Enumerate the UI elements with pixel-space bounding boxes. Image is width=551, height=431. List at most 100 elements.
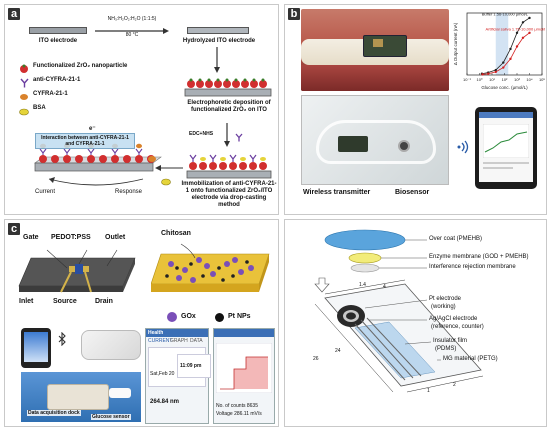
hydrolyzed-slab <box>187 27 249 34</box>
data-point <box>509 47 512 51</box>
wireless-transmitter-label: Wireless transmitter <box>303 189 371 196</box>
oect-device <box>18 249 136 293</box>
zro2-ito-electrode <box>184 78 272 97</box>
data-point <box>502 61 505 64</box>
series-label-buffer: Buffer 1.56-10,000 μmol/L <box>482 11 529 16</box>
gate-label: Gate <box>23 234 39 241</box>
data-point <box>481 73 484 76</box>
antibody-icon <box>20 75 29 93</box>
app-tab-graph[interactable]: GRAPH <box>170 338 188 344</box>
insulator-label: Insulator film <box>433 338 468 344</box>
x-tick-label: 10⁰ <box>476 77 482 82</box>
pedot-label: PEDOT:PSS <box>51 234 91 241</box>
ito-electrode-label: ITO electrode <box>38 38 78 44</box>
immobilized-electrode <box>186 154 272 179</box>
gox-label: GOx <box>181 313 196 320</box>
mg-label: MG material (PETG) <box>443 356 498 362</box>
treatment-reagent: NH₃:H₂O₂:H₂O (1:1:5) <box>107 16 157 22</box>
x-tick-label: 10¹ <box>489 77 495 82</box>
chitosan-label: Chitosan <box>161 230 191 237</box>
interference-label: Interference rejection membrane <box>429 264 516 270</box>
x-tick-label: 10⁴ <box>526 77 532 82</box>
glucose-sensor-label: Glucose sensor <box>91 414 131 420</box>
sensor-photo <box>81 330 141 360</box>
down-arrow-2 <box>224 123 230 147</box>
app-tab-current[interactable]: CURRENT <box>148 338 173 344</box>
series-label-saliva: Artificial saliva 1.75-10,000 μmol/L <box>485 26 545 31</box>
app-voltage: Voltage 286.11 mV/s <box>216 411 262 417</box>
y-axis-label: Δ Output current (nA) <box>453 22 458 65</box>
app-screen-right: No. of counts 8635 Voltage 286.11 mV/s <box>213 328 275 424</box>
drain-label: Drain <box>95 298 113 305</box>
pt-np-label: Pt NPs <box>228 313 251 320</box>
data-point <box>487 72 490 75</box>
bsa-icon-step <box>161 173 171 191</box>
sensor-layers-diagram <box>314 229 484 393</box>
gox-icon <box>167 312 177 322</box>
pt-electrode-label: Pt electrode <box>429 296 462 302</box>
outlet-label: Outlet <box>105 234 126 241</box>
source-label: Source <box>53 298 77 305</box>
cyfra-icon <box>19 89 29 107</box>
series-line-buffer <box>481 17 530 75</box>
interaction-label: Interaction between anti-CYFRA-21-1 and … <box>35 133 135 149</box>
edc-nhs-label: EDC+NHS <box>189 131 214 137</box>
dim-label: 24 <box>335 348 341 354</box>
app-title: Health <box>146 329 208 337</box>
dim-label: 2 <box>453 382 456 388</box>
series-line-saliva <box>482 32 530 75</box>
glucose-chart: 10⁻¹ 10⁰ 10¹ 10² 10³ 10⁴ 10⁵ Glucose conc. (μmo… <box>453 9 546 91</box>
data-point <box>528 31 531 35</box>
ito-electrode-slab <box>29 27 87 34</box>
app-date: Sat,Feb 20 <box>150 371 175 377</box>
bluetooth-icon <box>58 332 66 346</box>
response-label: Response <box>115 189 143 195</box>
data-point <box>515 31 519 35</box>
app-time: 11:09 pm <box>180 363 202 369</box>
antibody-icon-step <box>235 129 243 147</box>
dim-label: 4 <box>383 284 386 290</box>
data-point <box>494 68 497 72</box>
x-tick-label: 10² <box>502 77 508 82</box>
x-tick-label: 10⁵ <box>539 77 545 82</box>
arrow-to-interaction <box>155 165 183 171</box>
immob-step-label: Immobilization of anti-CYFRA-21-1 onto f… <box>181 181 277 208</box>
data-point <box>509 57 512 61</box>
mouth-photo <box>301 9 449 91</box>
panel-c: c Gate PEDOT:PSS Outlet Inlet Source Dra… <box>4 219 279 427</box>
pdms-label: (PDMS) <box>435 346 457 352</box>
dim-label: 26 <box>313 356 319 362</box>
treatment-arrow <box>95 28 169 34</box>
wireless-signal-icon <box>457 140 469 154</box>
dock-label: Data acquisition dock <box>27 410 81 416</box>
data-point <box>521 21 525 24</box>
mouthguard-photo <box>301 95 449 185</box>
biosensor-label: Biosensor <box>395 189 430 196</box>
x-tick-label: 10³ <box>514 77 520 82</box>
panel-a: a ITO electrode NH₃:H₂O₂:H₂O (1:1:5) 80 … <box>4 4 279 215</box>
x-tick-label: 10⁻¹ <box>463 77 472 82</box>
data-point <box>502 66 505 69</box>
pt-working-label: (working) <box>431 304 456 310</box>
bsa-icon <box>19 103 29 121</box>
app-screen-mid: 11:09 pm <box>177 354 211 378</box>
down-arrow-1 <box>214 47 220 73</box>
panel-label: a <box>8 8 20 20</box>
panel-label: c <box>8 223 20 235</box>
app-tab-data[interactable]: DATA <box>190 338 203 344</box>
data-point <box>528 16 531 20</box>
x-axis-label: Glucose conc. (μmol/L) <box>481 85 528 90</box>
legend-zro2: Functionalized ZrO₂ nanoparticle <box>33 63 128 69</box>
hydrolyzed-label: Hydrolyzed ITO electrode <box>182 38 256 44</box>
current-label: Current <box>35 189 56 195</box>
legend-anti-cyfra: anti-CYFRA-21-1 <box>33 77 81 83</box>
overcoat-label: Over coat (PMEHB) <box>429 236 483 242</box>
legend-bsa: BSA <box>33 105 46 111</box>
epd-step-label: Electrophoretic deposition of functional… <box>187 100 271 113</box>
legend-a: Functionalized ZrO₂ nanoparticle anti-CY… <box>19 61 169 117</box>
chitosan-layer <box>151 243 270 292</box>
app-counts: No. of counts 8635 <box>216 403 258 409</box>
agagcl-label: Ag/AgCl electrode <box>429 316 478 322</box>
panel-d: Over coat (PMEHB) Enzyme membrane (GOD +… <box>284 219 547 427</box>
